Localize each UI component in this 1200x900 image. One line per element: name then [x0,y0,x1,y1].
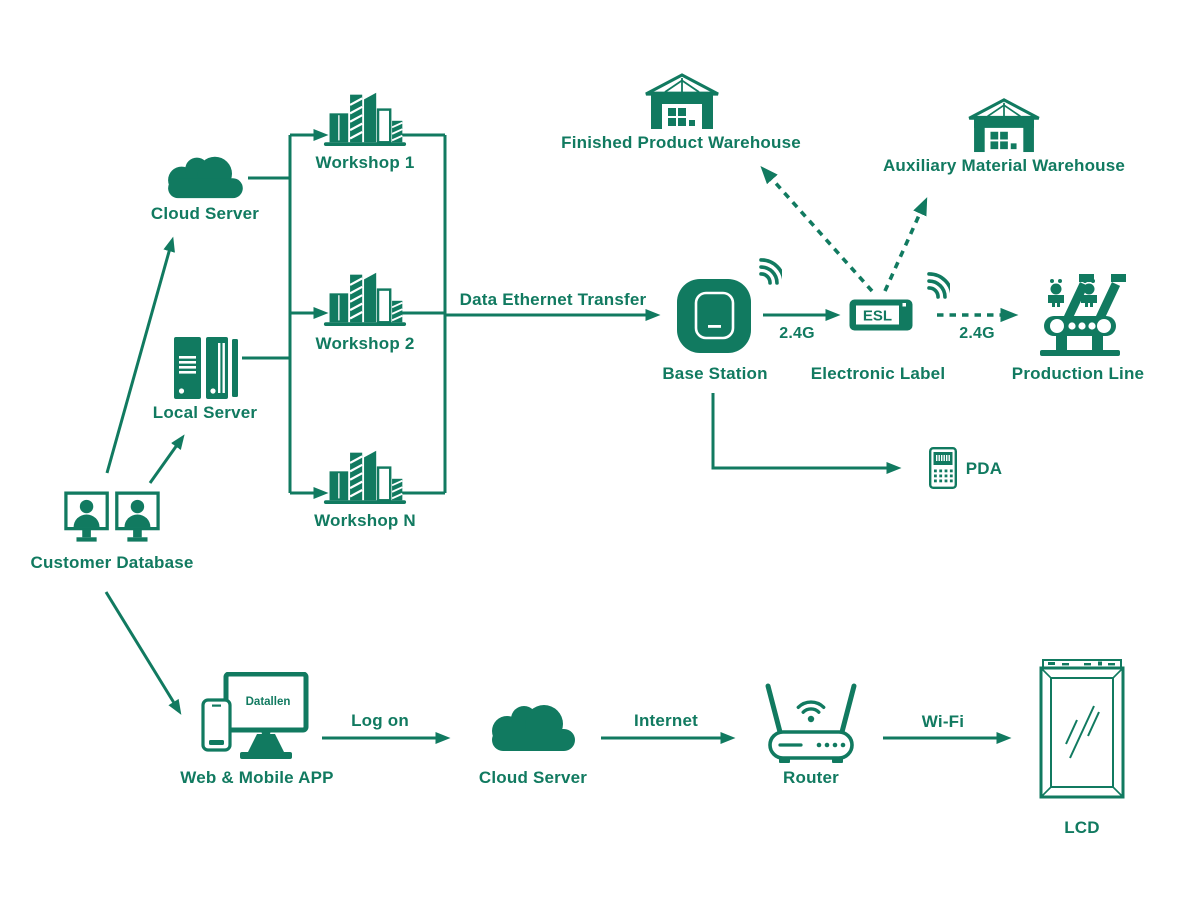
label-customer-database: Customer Database [30,553,194,572]
wifi-waves-icon [759,258,782,285]
label-web-mobile-app: Web & Mobile APP [180,768,334,787]
label-electronic-label: Electronic Label [810,364,946,383]
access-point-icon [677,279,751,353]
cloud-icon [168,156,243,199]
esl-tag-icon: ESL [849,299,913,331]
workshop-1-icon [323,88,407,148]
production-line-icon [1032,272,1128,358]
label-workshop-1: Workshop 1 [315,153,415,172]
label-base-station: Base Station [662,364,768,383]
warehouse-icon [645,73,719,129]
label-local-server: Local Server [152,403,258,422]
label-pda: PDA [965,459,1003,478]
electronic-label-icon: ESL [849,299,913,331]
cloud-server-bottom-icon [483,690,583,754]
app-screen-brand-text: Datallen [246,696,291,708]
pda-icon [929,447,957,489]
workshop-2-icon [323,268,407,328]
label-wifi: Wi-Fi [921,712,965,731]
warehouse-icon [968,98,1040,153]
label-data-ethernet-transfer: Data Ethernet Transfer [459,290,647,309]
customer-database-icon [64,490,160,550]
monitors-users-icon [64,491,160,542]
base-station-icon [677,279,751,353]
handheld-scanner-icon [929,447,957,489]
label-2-4g-esl-to-production: 2.4G [959,325,995,342]
label-finished-product-warehouse: Finished Product Warehouse [561,133,801,152]
workshop-n-icon [323,446,407,506]
label-workshop-2: Workshop 2 [315,334,415,353]
router-icon [763,676,859,768]
label-auxiliary-material-warehouse: Auxiliary Material Warehouse [882,156,1126,175]
label-internet: Internet [634,711,698,730]
label-workshop-n: Workshop N [314,511,416,530]
auxiliary-material-warehouse-icon [966,97,1042,153]
label-cloud-server-top: Cloud Server [150,204,260,223]
server-towers-icon [174,337,238,399]
cloud-icon [492,705,575,751]
wifi-waves-icon [927,272,950,299]
label-router: Router [783,768,839,787]
lcd-icon [1036,656,1128,802]
esl-wifi-waves-icon [908,262,950,304]
esl-device-text: ESL [863,308,892,325]
cloud-server-top-icon [160,143,250,201]
monitor-phone-icon: Datallen [201,672,309,759]
label-production-line: Production Line [1011,364,1145,383]
buildings-icon [323,450,407,504]
finished-product-warehouse-icon [643,72,721,130]
label-lcd: LCD [1064,818,1100,837]
label-cloud-server-bottom: Cloud Server [478,768,588,787]
buildings-icon [323,272,407,326]
label-2-4g-base-to-esl: 2.4G [779,325,815,342]
label-log-on: Log on [351,711,409,730]
conveyor-icon [1040,274,1126,356]
buildings-icon [323,92,407,146]
local-server-icon [173,335,239,401]
lcd-panel-icon [1039,659,1125,799]
wireless-router-icon [765,683,857,763]
web-mobile-app-icon: Datallen [200,672,310,768]
base-station-wifi-waves-icon [740,248,782,290]
